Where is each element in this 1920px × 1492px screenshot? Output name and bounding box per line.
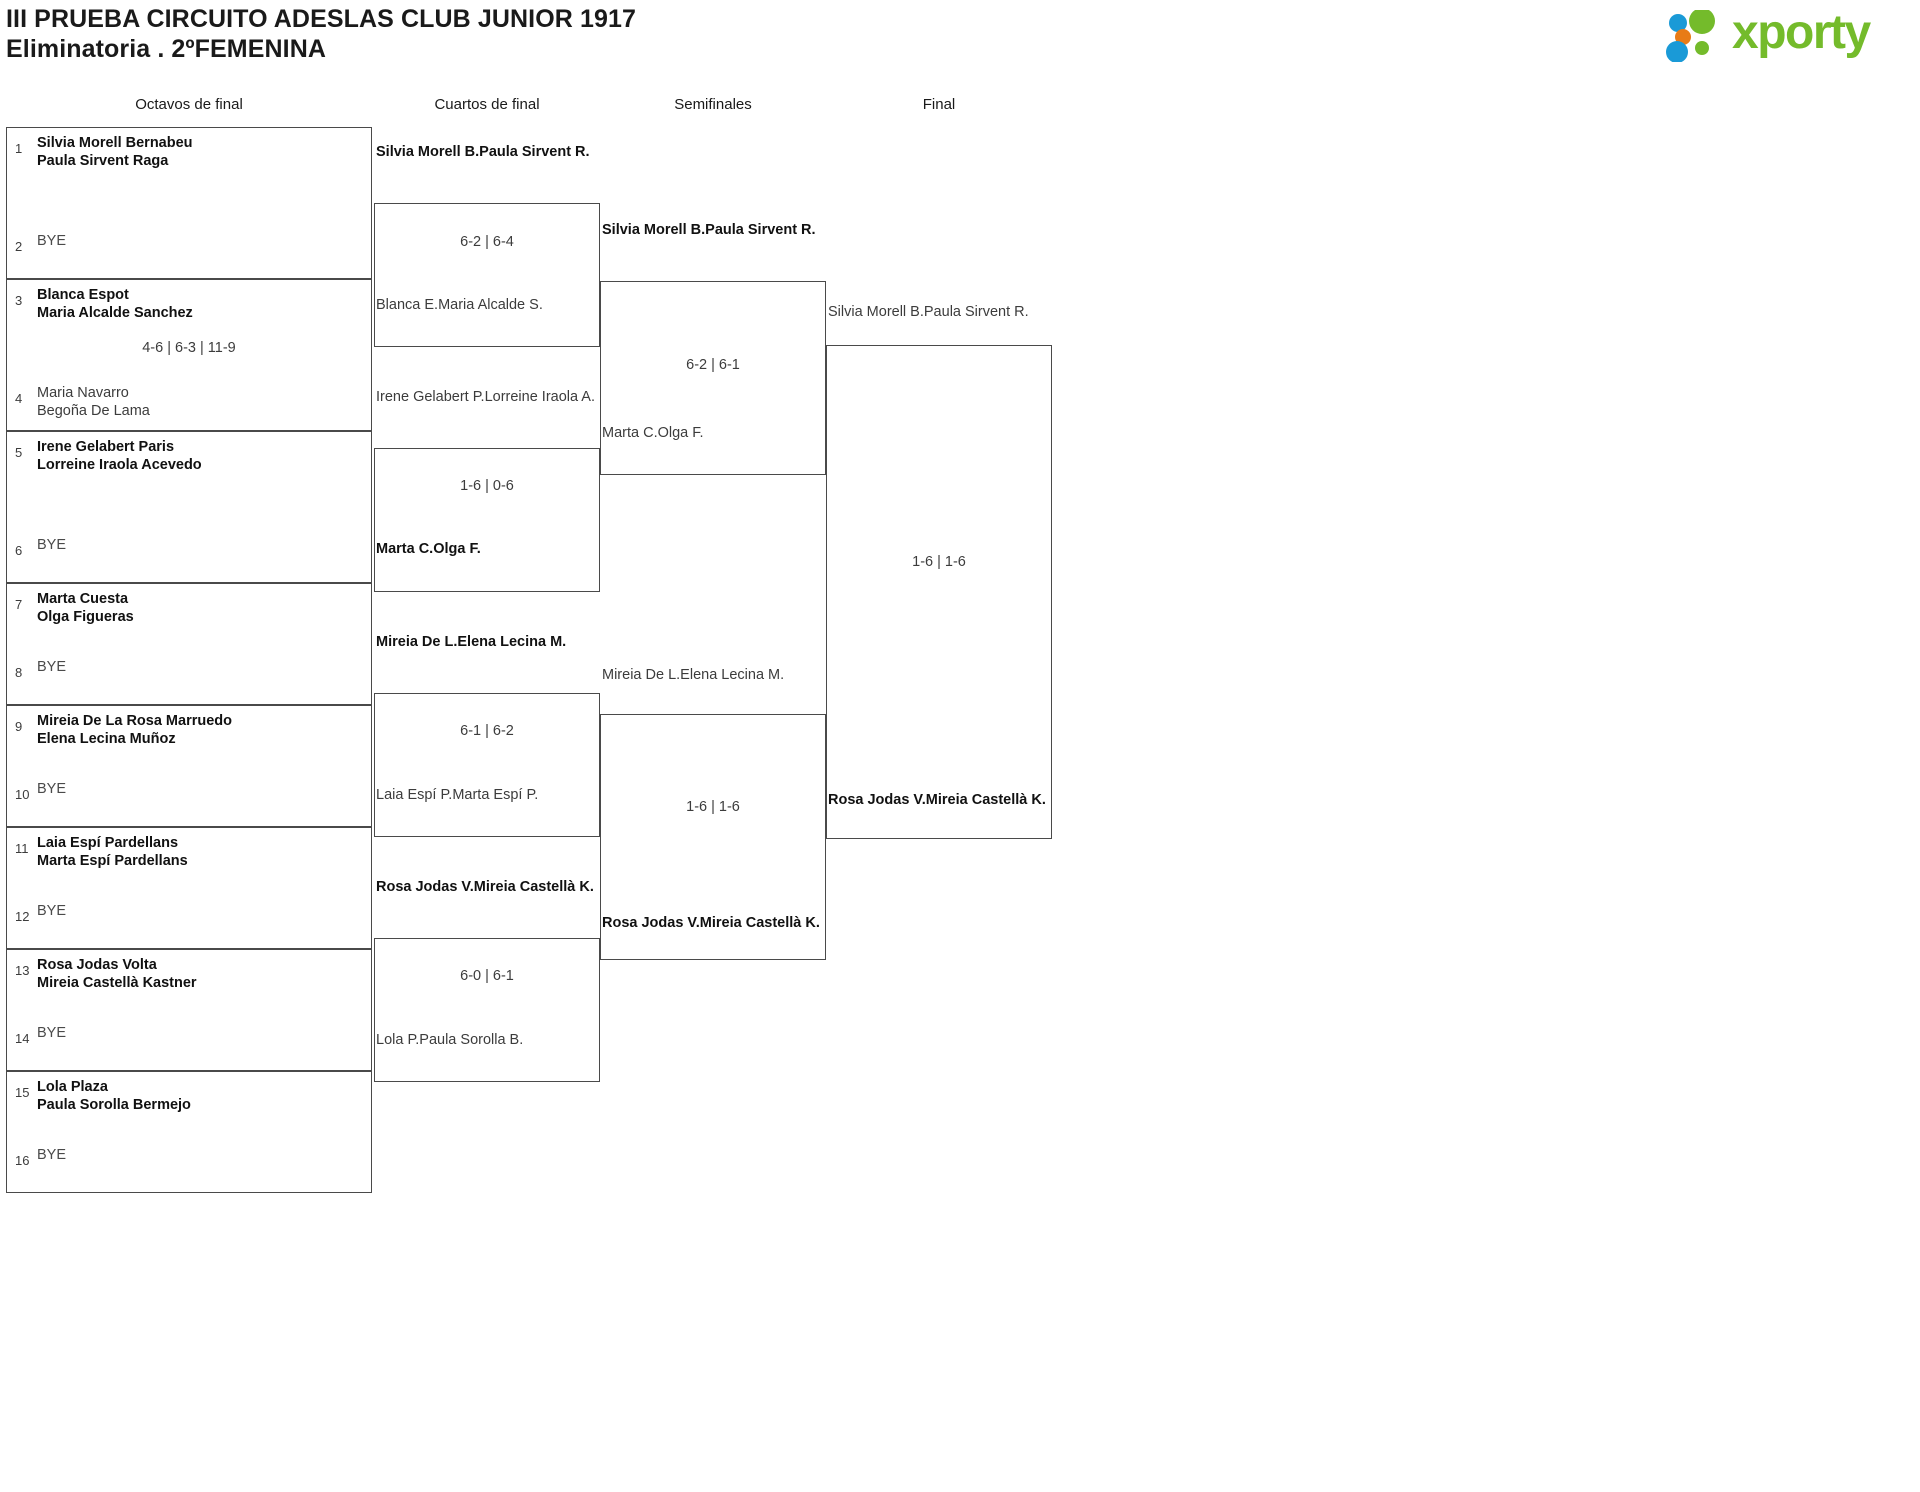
seed-number: 10 xyxy=(15,787,30,802)
r2-m1-player-a[interactable]: Silvia Morell B.Paula Sirvent R. xyxy=(376,144,590,160)
r2-m1-score: 6-2 | 6-4 xyxy=(460,234,514,250)
seed-number: 6 xyxy=(15,543,23,558)
r3-m1-player-a[interactable]: Silvia Morell B.Paula Sirvent R. xyxy=(602,222,816,238)
r1-m2-score: 4-6 | 6-3 | 11-9 xyxy=(142,340,236,356)
logo-wordmark: xporty xyxy=(1732,6,1871,59)
round-header-cuartos: Cuartos de final xyxy=(434,96,540,113)
team-names: BYE xyxy=(37,903,67,919)
round-header-final: Final xyxy=(922,96,956,113)
team-names: BYE xyxy=(37,659,67,675)
r2-match-1-box[interactable] xyxy=(374,203,600,347)
seed-number: 16 xyxy=(15,1153,30,1168)
tournament-title: III PRUEBA CIRCUITO ADESLAS CLUB JUNIOR … xyxy=(6,5,636,33)
r3-m2-player-b[interactable]: Rosa Jodas V.Mireia Castellà K. xyxy=(602,915,820,931)
r1-m8-player-b[interactable]: 16 BYE xyxy=(7,1146,371,1169)
r4-score: 1-6 | 1-6 xyxy=(912,554,966,570)
r3-m2-score: 1-6 | 1-6 xyxy=(686,799,740,815)
r1-m5-player-b[interactable]: 10 BYE xyxy=(7,780,371,803)
r1-m7-player-b[interactable]: 14 BYE xyxy=(7,1024,371,1047)
r3-m1-player-b[interactable]: Marta C.Olga F. xyxy=(602,425,704,441)
tournament-subtitle: Eliminatoria . 2ºFEMENINA xyxy=(6,35,327,63)
r2-match-3-box[interactable] xyxy=(374,693,600,837)
r3-match-2-box[interactable] xyxy=(600,714,826,960)
r2-m2-score: 1-6 | 0-6 xyxy=(460,478,514,494)
seed-number: 15 xyxy=(15,1085,30,1100)
seed-number: 13 xyxy=(15,963,30,978)
page-header: III PRUEBA CIRCUITO ADESLAS CLUB JUNIOR … xyxy=(0,0,1920,78)
r1-m4-player-b[interactable]: 8 BYE xyxy=(7,658,371,681)
r2-m3-player-a[interactable]: Mireia De L.Elena Lecina M. xyxy=(376,634,567,650)
r2-m2-player-b[interactable]: Marta C.Olga F. xyxy=(376,541,481,557)
r2-m4-score: 6-0 | 6-1 xyxy=(460,968,514,984)
seed-number: 3 xyxy=(15,293,23,308)
r2-match-2-box[interactable] xyxy=(374,448,600,592)
r1-m1-player-b[interactable]: 2 BYE xyxy=(7,232,371,255)
team-names: BYE xyxy=(37,233,67,249)
r4-player-a[interactable]: Silvia Morell B.Paula Sirvent R. xyxy=(828,304,1029,320)
team-names: BYE xyxy=(37,781,67,797)
seed-number: 7 xyxy=(15,597,23,612)
r1-m3-player-b[interactable]: 6 BYE xyxy=(7,536,371,559)
r3-match-1-box[interactable] xyxy=(600,281,826,475)
seed-number: 12 xyxy=(15,909,30,924)
round-header-semifinales: Semifinales xyxy=(674,96,752,113)
r3-m1-score: 6-2 | 6-1 xyxy=(686,357,740,373)
team-names: BYE xyxy=(37,1025,67,1041)
r4-match-box[interactable] xyxy=(826,345,1052,839)
r2-m2-player-a[interactable]: Irene Gelabert P.Lorreine Iraola A. xyxy=(376,389,595,405)
r2-m3-score: 6-1 | 6-2 xyxy=(460,723,514,739)
logo-dots-icon xyxy=(1666,10,1715,62)
seed-number: 11 xyxy=(15,841,29,856)
r2-m4-player-a[interactable]: Rosa Jodas V.Mireia Castellà K. xyxy=(376,879,594,895)
r3-m2-player-a[interactable]: Mireia De L.Elena Lecina M. xyxy=(602,667,785,683)
r4-player-b[interactable]: Rosa Jodas V.Mireia Castellà K. xyxy=(828,792,1046,808)
r2-m1-player-b[interactable]: Blanca E.Maria Alcalde S. xyxy=(376,297,543,313)
seed-number: 5 xyxy=(15,445,23,460)
r2-m4-player-b[interactable]: Lola P.Paula Sorolla B. xyxy=(376,1032,524,1048)
seed-number: 8 xyxy=(15,665,23,680)
seed-number: 4 xyxy=(15,391,23,406)
seed-number: 1 xyxy=(15,141,23,156)
team-names: BYE xyxy=(37,537,67,553)
seed-number: 9 xyxy=(15,719,23,734)
xporty-logo[interactable]: xporty xyxy=(1664,6,1904,66)
round-header-octavos: Octavos de final xyxy=(135,96,243,113)
r1-m6-player-b[interactable]: 12 BYE xyxy=(7,902,371,925)
r2-m3-player-b[interactable]: Laia Espí P.Marta Espí P. xyxy=(376,787,539,803)
seed-number: 14 xyxy=(15,1031,30,1046)
seed-number: 2 xyxy=(15,239,23,254)
team-names: BYE xyxy=(37,1147,67,1163)
r2-match-4-box[interactable] xyxy=(374,938,600,1082)
title-block: III PRUEBA CIRCUITO ADESLAS CLUB JUNIOR … xyxy=(6,4,636,64)
